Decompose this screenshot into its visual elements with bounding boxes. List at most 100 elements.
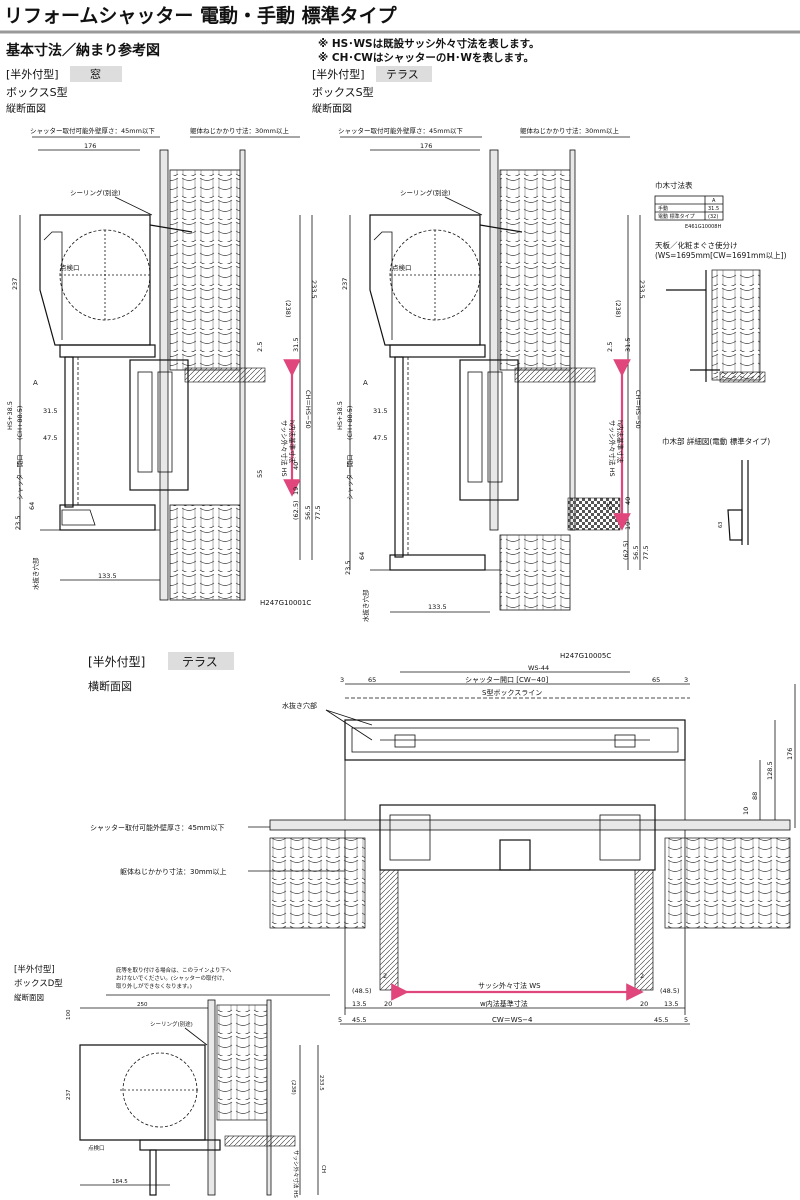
box-type: ボックスS型 (6, 85, 68, 99)
inner-label: w内法基準寸法 (480, 999, 528, 1008)
wall-thickness-label: シャッター取付可能外壁厚さ：45mm以下 (30, 126, 155, 135)
note-ch-cw: ※ CH･CWはシャッターのH･Wを表します。 (318, 51, 534, 64)
dim-20-b: 20 (640, 1000, 648, 1008)
ceiling-detail-insulation (711, 269, 761, 381)
dim-31-5: 31.5 (373, 407, 387, 415)
dim-56-5: 56.5 (304, 506, 312, 520)
dim-176: 176 (786, 748, 794, 760)
tag-boxD: [半外付型] (14, 964, 55, 975)
table-code: E461G10008H (685, 224, 721, 230)
dim-55: 55 (256, 470, 264, 478)
jamb-left (379, 869, 399, 991)
baseboard-table (654, 195, 724, 221)
dim-64: 64 (358, 552, 366, 560)
view-type: 縦断面図 (6, 102, 46, 115)
figure-code: H247G10005C (560, 652, 611, 660)
detail-dim: 63 (718, 522, 724, 528)
dim-47-5: 47.5 (373, 434, 387, 442)
drain-label: 水抜き穴部 (361, 589, 370, 622)
dim-133-5: 133.5 (428, 603, 447, 611)
plan-insulation-right (664, 837, 791, 929)
insulation-lower (499, 534, 571, 611)
dim-2-a: 2 (383, 972, 387, 980)
dim-77-5: 77.5 (642, 546, 650, 560)
row1-label: 手動 (658, 205, 668, 212)
sealing-label: シーリング(別途) (150, 1020, 193, 1028)
badge-bg (70, 66, 122, 82)
figure-boxD-section: [半外付型] ボックスD型 縦断面図 庇等を取り付ける場合は、このラインより下へ… (14, 964, 330, 1198)
insulation-upper (499, 169, 571, 371)
sash-label: サッシ外々寸法 HS (292, 1150, 300, 1198)
inspection-label: 点検口 (88, 1144, 105, 1152)
shutter-box (39, 214, 151, 346)
note-line3: 取り外しができなくなります。) (116, 982, 192, 990)
row2-label: 電動 標準タイプ (658, 213, 695, 220)
dim-19: 19 (624, 522, 632, 530)
dim-2-5: 2.5 (606, 342, 614, 352)
bottom-rail (389, 554, 486, 571)
tag-plan: [半外付型] (88, 655, 145, 669)
dim-20-a: 20 (384, 1000, 392, 1008)
view-type: 縦断面図 (312, 102, 352, 115)
dim-23-5: 23.5 (344, 561, 352, 575)
dim-23-5: 23.5 (14, 516, 22, 530)
screw-label: 躯体ねじかかり寸法：30mm以上 (120, 867, 227, 876)
box-type: ボックスD型 (14, 979, 63, 989)
ceiling-title: 天板／化粧まぐさ使分け (655, 240, 738, 250)
chhs-label: CH＝HS−50 (634, 390, 642, 429)
dim-31-5: 31.5 (43, 407, 57, 415)
dim-56-5: 56.5 (632, 546, 640, 560)
chhs-label: CH＝HS−50 (304, 390, 312, 429)
sealing-label: シーリング(別途) (70, 188, 121, 197)
dim-238: (238) (290, 1080, 296, 1095)
screw-label: 躯体ねじかかり寸法：30mm以上 (520, 126, 619, 135)
dim-45-5-a: 45.5 (352, 1016, 366, 1024)
dim-100: 100 (66, 1009, 72, 1020)
insulation-lower (169, 504, 241, 601)
dim-2-5: 2.5 (256, 342, 264, 352)
dim-250: 250 (137, 1002, 148, 1008)
dim-40: 40 (624, 497, 632, 505)
dim-77-5: 77.5 (314, 506, 322, 520)
inner-label: h内法基準寸法 (288, 420, 297, 464)
outer-wall (159, 149, 169, 601)
cw-label: CW＝WS−4 (492, 1016, 533, 1024)
dim-133-5: 133.5 (98, 572, 117, 580)
dim-13-5-a: 13.5 (352, 1000, 366, 1008)
dim-65-a: 65 (368, 676, 376, 684)
dim-45-5-b: 45.5 (654, 1016, 668, 1024)
dim-31-5-b: 31.5 (624, 338, 632, 352)
insulation-boxD (216, 1004, 268, 1121)
badge-terrace: テラス (386, 68, 419, 81)
view-type: 縦断面図 (14, 992, 44, 1002)
guide-rail (394, 356, 404, 558)
badge-plan: テラス (182, 655, 218, 669)
dim-184-5: 184.5 (112, 1179, 128, 1185)
dim-40: 40 (292, 462, 300, 470)
jamb-right (634, 869, 654, 991)
view-type: 横断面図 (88, 679, 132, 693)
dim-237: 237 (11, 278, 19, 290)
boxline-label: S型ボックスライン (482, 688, 542, 697)
insulation-upper (169, 169, 241, 371)
sash-label: サッシ外々寸法 WS (478, 981, 541, 990)
sidebar-details: 巾木寸法表 A 手動 31.5 電動 標準タイプ (32) E461G10008… (654, 180, 787, 545)
dim-5-a: 5 (338, 1016, 342, 1024)
detail-title: 巾木部 詳細図(電動 標準タイプ) (662, 436, 770, 446)
dim-62-5: (62.5) (622, 540, 630, 560)
sash-label: サッシ外々寸法 HS (608, 420, 617, 477)
wall-thickness-label: シャッター取付可能外壁厚さ：45mm以下 (338, 126, 463, 135)
dim-233-5: 233.5 (638, 280, 646, 299)
tag-window: [半外付型] (6, 67, 59, 81)
dim-128-5: 128.5 (766, 761, 774, 780)
badge-window: 窓 (90, 67, 101, 81)
dim-ch: (CH+88.5) (346, 406, 354, 440)
sash-frame (459, 359, 519, 501)
inspection-label: 点検口 (392, 263, 412, 272)
drain-label: 水抜き穴部 (31, 557, 40, 590)
figure-plan-section: [半外付型] テラス 横断面図 H247G10005C WS-44 3 65 シ… (88, 652, 796, 1025)
label-A: A (363, 379, 368, 387)
plan-insulation-left (269, 837, 366, 929)
dim-55: 55 (606, 502, 614, 510)
